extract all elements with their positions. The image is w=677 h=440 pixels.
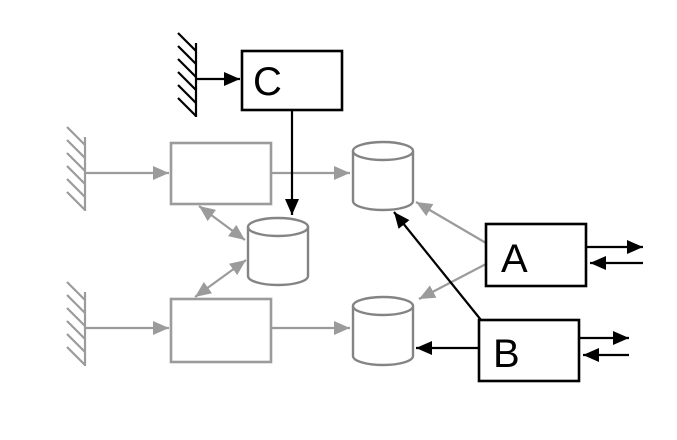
store-top-cylinder-icon [351,140,415,212]
edge-block-upper-store-middle-bidirectional [198,205,246,241]
block-b [477,318,581,383]
edge-block-b-to-store-top [393,211,482,321]
edge-store-middle-block-lower-bidirectional [194,259,247,298]
boundary-wall-icon-lower-left [65,280,87,368]
block-upper [169,141,273,206]
block-lower [169,297,273,364]
block-c [240,49,344,112]
block-a-label: A [501,237,528,281]
edge-block-a-to-store-top [415,201,487,244]
edge-block-a-to-store-bottom [418,263,487,300]
block-c-label: C [253,60,282,104]
boundary-wall-icon-upper-left [65,125,87,213]
block-b-label: B [493,332,520,376]
block-a [484,222,588,288]
boundary-wall-icon-top [176,31,198,119]
store-middle-cylinder-icon [246,216,310,287]
store-bottom-cylinder-icon [351,295,415,367]
